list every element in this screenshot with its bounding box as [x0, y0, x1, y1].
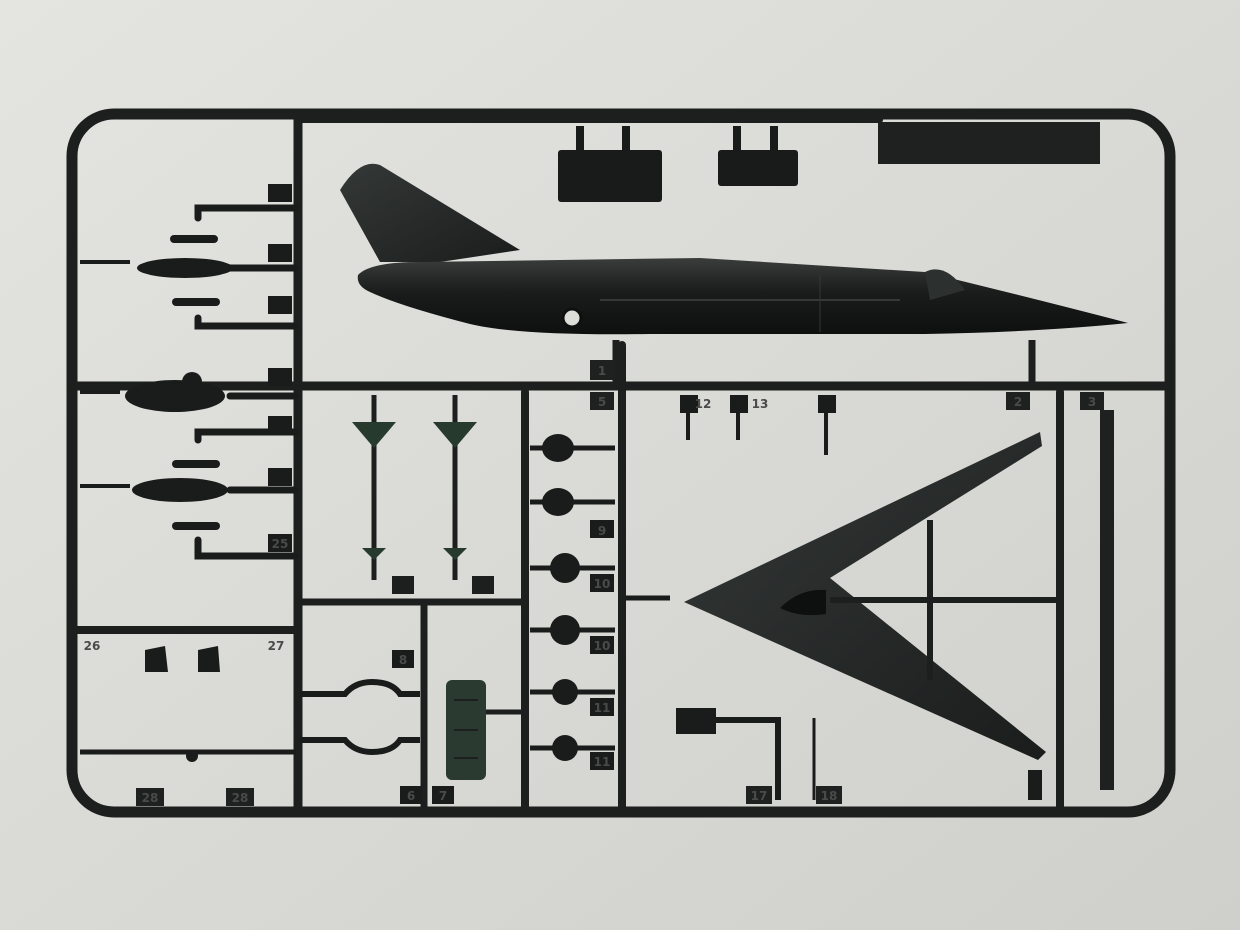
missile-parts [352, 395, 494, 594]
tag-7: 7 [439, 789, 447, 803]
tag-10b: 10 [594, 639, 611, 653]
tag-6: 6 [407, 789, 415, 803]
tag-5: 5 [598, 395, 606, 409]
tag-28b: 28 [232, 791, 249, 805]
tag-12: 12 [695, 397, 712, 411]
canopy-parts [558, 126, 798, 202]
landing-gear-parts [676, 395, 1114, 800]
seat-parts [80, 646, 454, 804]
tag-10a: 10 [594, 577, 611, 591]
tag-28a: 28 [142, 791, 159, 805]
tag-8: 8 [399, 653, 407, 667]
tag-1: 1 [598, 364, 606, 378]
sprue-tab-block [878, 122, 1100, 164]
tag-17: 17 [751, 789, 768, 803]
cockpit-tub-part [446, 680, 522, 780]
delta-wing-part [684, 432, 1058, 760]
sprue-frame [66, 108, 1176, 818]
part-number-tags: 1 5 2 3 12 13 9 10 10 11 11 8 6 7 17 18 … [84, 360, 1104, 806]
fuselage-part [340, 163, 1128, 335]
tag-2: 2 [1014, 395, 1022, 409]
tag-3: 3 [1088, 395, 1096, 409]
tag-18: 18 [821, 789, 838, 803]
tag-13: 13 [752, 397, 769, 411]
tag-27: 27 [268, 639, 285, 653]
tag-11a: 11 [594, 701, 611, 715]
tag-25: 25 [272, 537, 289, 551]
tag-11b: 11 [594, 755, 611, 769]
pilot-figures [80, 184, 299, 560]
tag-9: 9 [598, 524, 606, 538]
tag-26: 26 [84, 639, 101, 653]
wheel-parts [530, 434, 670, 770]
